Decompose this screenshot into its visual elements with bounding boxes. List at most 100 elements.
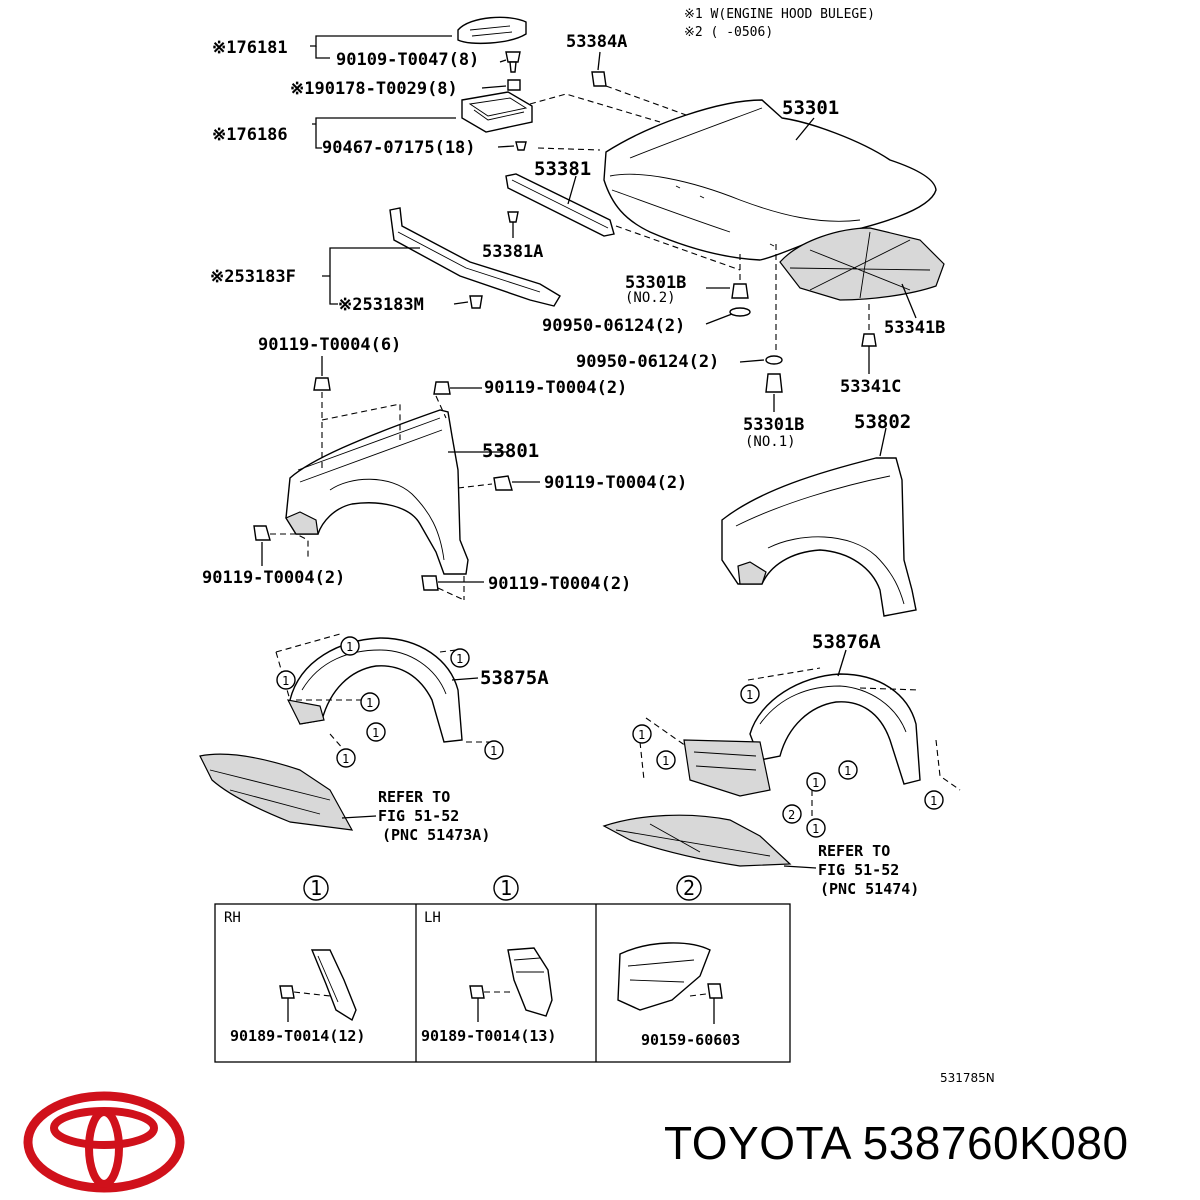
leader-53384a [597,51,601,71]
label-90119-a: 90119-T0004(2) [484,378,627,398]
bolt-d-illustration [253,525,271,541]
leader-176181-b [310,35,452,47]
label-53875A: 53875A [480,667,549,689]
hood-illustration [603,99,945,301]
seal-53381-illustration [505,173,615,237]
leader-90109 [499,59,507,63]
ref-lh-line2: FIG 51-52 [818,861,899,879]
label-53341C: 53341C [840,377,901,397]
brand-part-title: TOYOTA 538760K080 [664,1117,1129,1169]
washer-a-illustration [729,307,751,317]
guide-line [321,392,447,470]
svg-text:1: 1 [346,640,353,654]
label-53381A: 53381A [482,242,543,262]
label-90119-6: 90119-T0004(6) [258,335,401,355]
detail-rh-illustration [279,949,357,1022]
ref-rh-line2: FIG 51-52 [378,807,459,825]
svg-text:1: 1 [490,744,497,758]
seal-detail [511,179,609,229]
guide-line [615,225,741,271]
leader-53876a [837,649,847,677]
svg-text:1: 1 [282,674,289,688]
svg-text:1: 1 [812,776,819,790]
label-90119-b: 90119-T0004(2) [544,473,687,493]
leader-ref-lh [783,865,817,869]
label-90178: ※190178-T0029(8) [290,79,458,99]
leader-90178 [481,85,507,89]
clip-53183m-illustration [469,295,483,309]
front-fender-lh-illustration [721,457,917,617]
guide-line [605,85,701,121]
clip-53384a-illustration [591,71,607,87]
leader-176186 [312,117,456,149]
detail-marker-1a: 1 [310,876,322,900]
svg-text:1: 1 [812,822,819,836]
label-53381: 53381 [534,158,591,180]
callout-circles-lh: 1 1 1 1 1 1 2 1 [632,684,944,838]
label-53384A: 53384A [566,32,627,52]
label-53802: 53802 [854,411,911,433]
label-90950-a: 90950-06124(2) [542,316,685,336]
guide-line [437,576,465,601]
label-90119-d: 90119-T0004(2) [488,574,631,594]
cushion-no2-illustration [731,283,749,299]
label-90467: 90467-07175(18) [322,138,476,158]
cushion-no1-illustration [765,373,783,393]
clip-53341c-illustration [861,333,877,347]
diagram-code: 531785N [940,1071,995,1085]
label-90109: 90109-T0047(8) [336,50,479,70]
leader-53341b [901,283,917,319]
detail-header-lh: LH [424,910,441,926]
splash-shield-lh-illustration [602,814,792,867]
leader-53301 [795,117,815,141]
label-176181: ※176181 [212,38,288,58]
guide-line [537,147,601,151]
leader-53183f [322,247,420,305]
note-hood-bulge: ※1 W(ENGINE HOOD BULEGE) [684,7,875,22]
svg-text:1: 1 [372,726,379,740]
bolt-a-illustration [313,377,331,391]
detail-part-lh: 90189-T0014(13) [421,1027,556,1045]
label-53301B-no2: 53301B [625,273,686,293]
detail-part-clip: 90159-60603 [641,1031,740,1049]
label-176186: ※176186 [212,125,288,145]
front-fender-rh-illustration [285,409,469,575]
detail-box-frame [214,903,791,1063]
svg-text:1: 1 [342,752,349,766]
guide-line [457,483,493,489]
svg-text:1: 1 [366,696,373,710]
leader-ref-rh [341,815,377,819]
label-53301B-no1-sub: (NO.1) [745,434,796,450]
note-date-range: ※2 ( -0506) [684,25,773,40]
svg-text:1: 1 [638,728,645,742]
svg-text:2: 2 [788,808,795,822]
guide-line [529,93,661,123]
label-53301B-no1: 53301B [743,415,804,435]
detail-marker-2: 2 [683,876,695,900]
svg-text:1: 1 [930,794,937,808]
detail-part-rh: 90189-T0014(12) [230,1027,365,1045]
label-90950-b: 90950-06124(2) [576,352,719,372]
ref-rh-line3: (PNC 51473A) [382,826,490,844]
guide-line [639,667,961,822]
label-53341B: 53341B [884,318,945,338]
fender-liner-lh-illustration [683,673,921,797]
label-53801: 53801 [482,440,539,462]
guide-line [270,533,309,560]
ref-lh-line3: (PNC 51474) [820,880,919,898]
svg-text:1: 1 [844,764,851,778]
seal-53183f-illustration [389,207,561,307]
svg-text:1: 1 [662,754,669,768]
washer-b-illustration [765,355,783,365]
toyota-logo-icon [23,1091,185,1193]
splash-shield-rh-illustration [199,753,354,831]
bolt-e-illustration [421,575,439,591]
clip-53381a-illustration [507,211,519,223]
leader-90950-b [739,359,765,363]
detail-box-markers: 1 1 2 [303,875,702,901]
leader-90467 [497,145,515,148]
leader-53381 [567,175,577,205]
leader-53183m [453,301,469,305]
bolt-b-illustration [433,381,451,395]
